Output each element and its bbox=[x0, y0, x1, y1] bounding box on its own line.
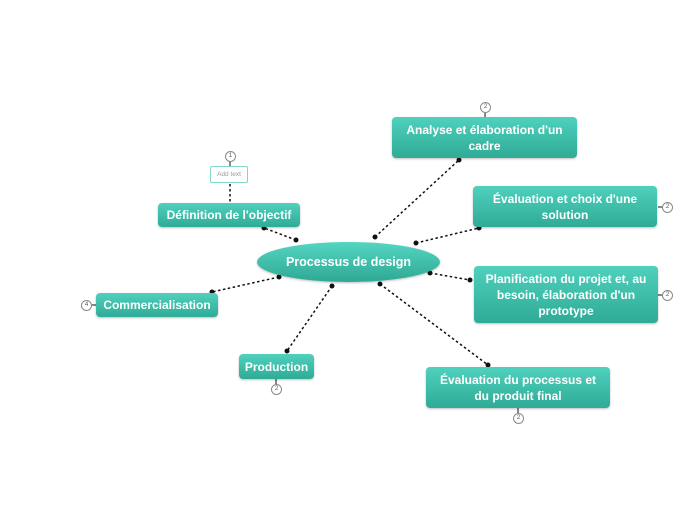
collapse-count-badge[interactable]: 2 bbox=[662, 290, 673, 301]
connector-dot bbox=[485, 362, 491, 368]
topic-planification[interactable]: Planification du projet et, au besoin, é… bbox=[474, 266, 658, 323]
collapse-count-badge[interactable]: 2 bbox=[513, 413, 524, 424]
connector-dot bbox=[293, 237, 299, 243]
topic-analyse[interactable]: Analyse et élaboration d'un cadre bbox=[392, 117, 577, 158]
topic-definition[interactable]: Définition de l'objectif bbox=[158, 203, 300, 227]
connector-evaluation-choix bbox=[415, 227, 480, 244]
collapse-count-badge[interactable]: 2 bbox=[480, 102, 491, 113]
badge-count: 1 bbox=[228, 153, 233, 159]
topic-production[interactable]: Production bbox=[239, 354, 314, 379]
add-text-placeholder[interactable]: Add text bbox=[210, 166, 248, 183]
badge-count: 2 bbox=[665, 204, 670, 210]
topic-label: Définition de l'objectif bbox=[166, 208, 292, 222]
connector-dot bbox=[276, 274, 282, 280]
connector-dot bbox=[284, 348, 290, 354]
connector-dot bbox=[372, 234, 378, 240]
central-topic-label: Processus de design bbox=[285, 255, 412, 269]
connector-evaluation-processus bbox=[379, 283, 489, 366]
connector-planification bbox=[429, 272, 471, 281]
topic-evaluation-processus[interactable]: Évaluation du processus et du produit fi… bbox=[426, 367, 610, 408]
badge-count: 4 bbox=[84, 302, 89, 308]
badge-count: 2 bbox=[483, 104, 488, 110]
connector-dot bbox=[427, 270, 433, 276]
collapse-count-badge[interactable]: 4 bbox=[81, 300, 92, 311]
connector-commercialisation bbox=[211, 276, 280, 293]
topic-evaluation-choix[interactable]: Évaluation et choix d'une solution bbox=[473, 186, 657, 227]
topic-commercialisation[interactable]: Commercialisation bbox=[96, 293, 218, 317]
collapse-count-badge[interactable]: 2 bbox=[662, 202, 673, 213]
connector-dot bbox=[329, 283, 335, 289]
badge-count: 2 bbox=[516, 415, 521, 421]
connector-dot bbox=[456, 157, 462, 163]
connector-dot bbox=[467, 277, 473, 283]
connector-dot bbox=[413, 240, 419, 246]
add-text-label: Add text bbox=[217, 171, 241, 178]
topic-label: Analyse et élaboration d'un cadre bbox=[406, 122, 563, 153]
connector-definition bbox=[263, 227, 297, 241]
topic-label: Production bbox=[244, 359, 309, 374]
central-topic[interactable]: Processus de design bbox=[257, 242, 440, 282]
topic-label: Évaluation du processus et du produit fi… bbox=[439, 372, 597, 403]
connector-production bbox=[286, 285, 333, 352]
topic-label: Planification du projet et, au besoin, é… bbox=[485, 271, 647, 318]
badge-count: 2 bbox=[665, 292, 670, 298]
connector-dot bbox=[377, 281, 383, 287]
topic-label: Commercialisation bbox=[103, 298, 211, 312]
collapse-count-badge[interactable]: 2 bbox=[271, 384, 282, 395]
connector-analyse bbox=[374, 159, 460, 238]
collapse-count-badge[interactable]: 1 bbox=[225, 151, 236, 162]
badge-count: 2 bbox=[274, 386, 279, 392]
topic-label: Évaluation et choix d'une solution bbox=[492, 191, 638, 222]
